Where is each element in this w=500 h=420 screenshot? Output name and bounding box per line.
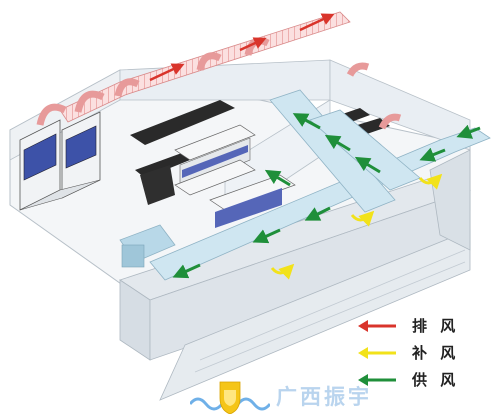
legend-label-makeup: 补 风 [412, 344, 460, 362]
wave-shield-icon [190, 381, 270, 414]
makeup-flow-arrows [270, 173, 443, 280]
exhaust-flow-arrows [149, 13, 335, 82]
makeup-arrow-icon [358, 346, 396, 359]
fume-hoods [19, 111, 101, 211]
legend-label-exhaust: 排 风 [412, 317, 460, 335]
legend: 排 风 补 风 供 风 [358, 312, 478, 393]
supply-arrow-icon [358, 373, 396, 386]
legend-item-supply: 供 风 [358, 366, 478, 393]
brand-logo: 广西振宇 [190, 378, 372, 414]
legend-item-makeup: 补 风 [358, 339, 478, 366]
exhaust-duct [36, 11, 402, 130]
exhaust-arrow-icon [358, 319, 396, 332]
brand-name: 广西振宇 [276, 385, 372, 409]
supply-flow-arrows [172, 113, 481, 279]
legend-label-supply: 供 风 [412, 371, 460, 389]
legend-item-exhaust: 排 风 [358, 312, 478, 339]
